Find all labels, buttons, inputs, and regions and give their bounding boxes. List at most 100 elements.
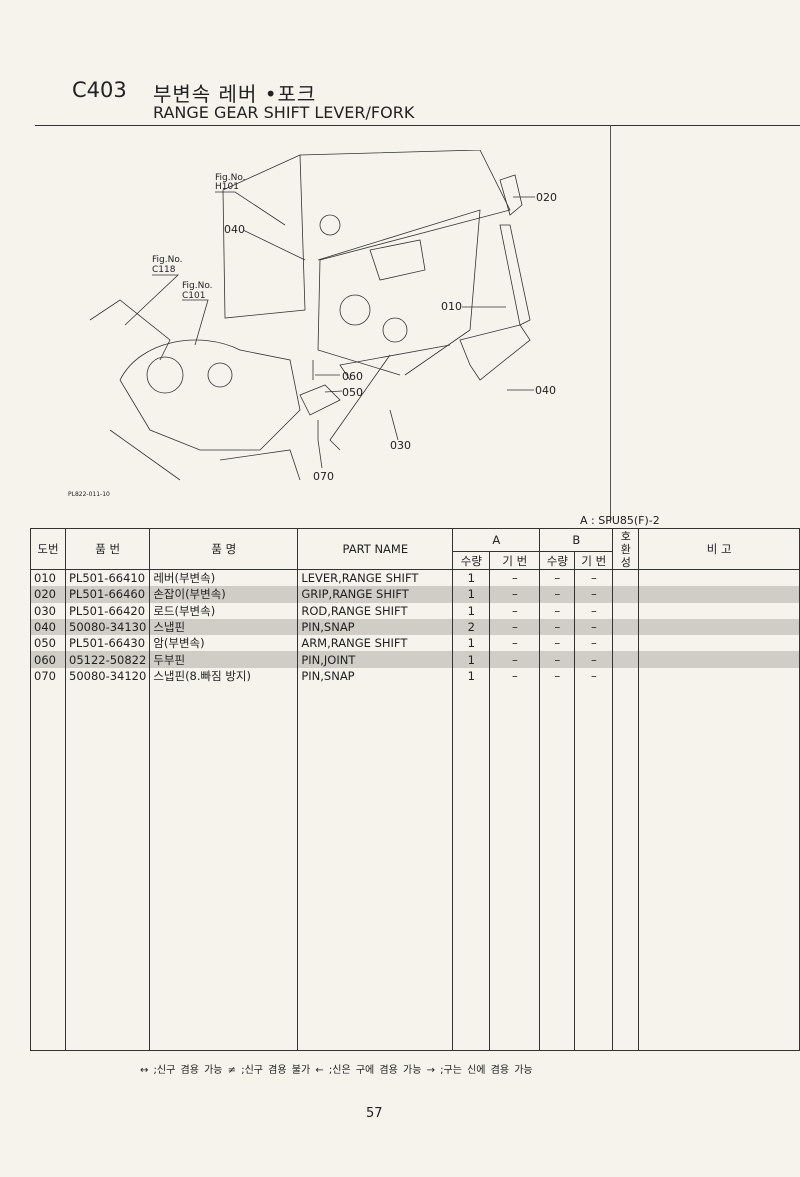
- cell-name-en: PIN,SNAP: [297, 618, 454, 636]
- cell-empty: [638, 667, 800, 685]
- cell-a-qty: 1: [452, 667, 491, 685]
- header-part-no: 품 번: [64, 528, 151, 570]
- cell-ref: 070: [30, 667, 66, 685]
- cell-name-ko: 스냅핀: [149, 618, 299, 636]
- header-b-serial: 기 번: [574, 551, 614, 570]
- cell-name-ko: 레버(부변속): [149, 569, 299, 587]
- cell-empty: [612, 635, 640, 652]
- cell-b-qty: –: [539, 651, 576, 668]
- cell-a-qty: 1: [452, 602, 491, 619]
- transmission-case-drawing: [89, 150, 531, 481]
- cell-a-qty: 2: [452, 618, 491, 636]
- cell-name-en: GRIP,RANGE SHIFT: [297, 586, 454, 603]
- cell-empty: [612, 651, 640, 668]
- cell-name-en: LEVER,RANGE SHIFT: [297, 569, 454, 587]
- callout-060: 060: [342, 370, 363, 383]
- header-group-b: B: [539, 528, 614, 552]
- cell-name-ko: 로드(부변속): [149, 602, 299, 619]
- figure-references: Fig.No. H101 Fig.No. C118 Fig.No. C101: [152, 173, 246, 301]
- cell-name-en: ROD,RANGE SHIFT: [297, 602, 454, 619]
- cell-empty: [612, 602, 640, 619]
- part-callouts: 020 040 010 060 050 040 030 070 PL822-01…: [68, 191, 557, 498]
- cell-empty: [297, 684, 454, 1052]
- cell-b-qty: –: [539, 602, 576, 619]
- header-ref: 도번: [30, 528, 66, 570]
- compatibility-legend: ↔ ;신구 겸용 가능 ≠ ;신구 겸용 불가 ← ;신은 구에 겸용 가능 →…: [140, 1065, 533, 1076]
- drawing-code: PL822-011-10: [68, 491, 110, 498]
- header-remarks: 비 고: [638, 528, 800, 570]
- header-a-serial: 기 번: [489, 551, 541, 570]
- cell-empty: [539, 684, 576, 1052]
- cell-b-qty: –: [539, 569, 576, 587]
- callout-050: 050: [342, 386, 363, 399]
- cell-b-serial: –: [574, 651, 614, 668]
- cell-b-serial: –: [574, 602, 614, 619]
- fig-ref-label: Fig.No.: [182, 281, 213, 291]
- model-note: A : SPU85(F)-2: [580, 514, 660, 527]
- cell-b-serial: –: [574, 569, 614, 587]
- fig-ref-label: Fig.No.: [152, 255, 183, 265]
- cell-empty: [149, 684, 299, 1052]
- header-compat: 호환성: [612, 528, 640, 570]
- cell-ref: 020: [30, 586, 66, 603]
- callout-020: 020: [536, 191, 557, 204]
- fig-ref-number: C101: [182, 291, 205, 301]
- header-part-name: PART NAME: [297, 528, 454, 570]
- cell-empty: [612, 684, 640, 1052]
- cell-name-en: ARM,RANGE SHIFT: [297, 635, 454, 652]
- cell-name-en: PIN,JOINT: [297, 651, 454, 668]
- cell-part-no: PL501-66410: [64, 569, 151, 587]
- cell-part-no: 50080-34130: [64, 618, 151, 636]
- cell-empty: [574, 684, 614, 1052]
- cell-part-no: PL501-66460: [64, 586, 151, 603]
- cell-b-serial: –: [574, 635, 614, 652]
- cell-part-no: 05122-50822: [64, 651, 151, 668]
- cell-a-serial: –: [489, 667, 541, 685]
- cell-ref: 050: [30, 635, 66, 652]
- cell-a-qty: 1: [452, 651, 491, 668]
- cell-a-serial: –: [489, 618, 541, 636]
- cell-empty: [612, 667, 640, 685]
- header-rule: [35, 125, 800, 126]
- callout-030: 030: [390, 439, 411, 452]
- cell-empty: [612, 569, 640, 587]
- parts-table: 도번 품 번 품 명 PART NAME A B 호환성 비 고 수량 기 번 …: [30, 528, 800, 1052]
- cell-ref: 010: [30, 569, 66, 587]
- cell-a-qty: 1: [452, 586, 491, 603]
- cell-empty: [638, 684, 800, 1052]
- cell-a-qty: 1: [452, 635, 491, 652]
- fig-ref-number: H101: [215, 182, 239, 192]
- cell-ref: 060: [30, 651, 66, 668]
- column-rule: [610, 125, 611, 523]
- fig-ref-label: Fig.No.: [215, 173, 246, 183]
- cell-empty: [64, 684, 151, 1052]
- cell-a-serial: –: [489, 635, 541, 652]
- cell-name-ko: 스냅핀(8.빠짐 방지): [149, 667, 299, 685]
- callout-040: 040: [535, 384, 556, 397]
- header-b-qty: 수량: [539, 551, 576, 570]
- table-blank-area: [30, 684, 800, 1052]
- cell-empty: [638, 602, 800, 619]
- cell-empty: [638, 618, 800, 636]
- title-english: RANGE GEAR SHIFT LEVER/FORK: [153, 103, 415, 122]
- cell-empty: [612, 586, 640, 603]
- section-code: C403: [72, 78, 127, 102]
- callout-070: 070: [313, 470, 334, 483]
- header-name-ko: 품 명: [149, 528, 299, 570]
- cell-empty: [638, 651, 800, 668]
- callout-040: 040: [224, 223, 245, 236]
- cell-a-serial: –: [489, 569, 541, 587]
- cell-part-no: 50080-34120: [64, 667, 151, 685]
- cell-a-serial: –: [489, 602, 541, 619]
- cell-a-serial: –: [489, 586, 541, 603]
- cell-b-serial: –: [574, 667, 614, 685]
- cell-b-serial: –: [574, 586, 614, 603]
- cell-empty: [452, 684, 491, 1052]
- cell-name-ko: 손잡이(부변속): [149, 586, 299, 603]
